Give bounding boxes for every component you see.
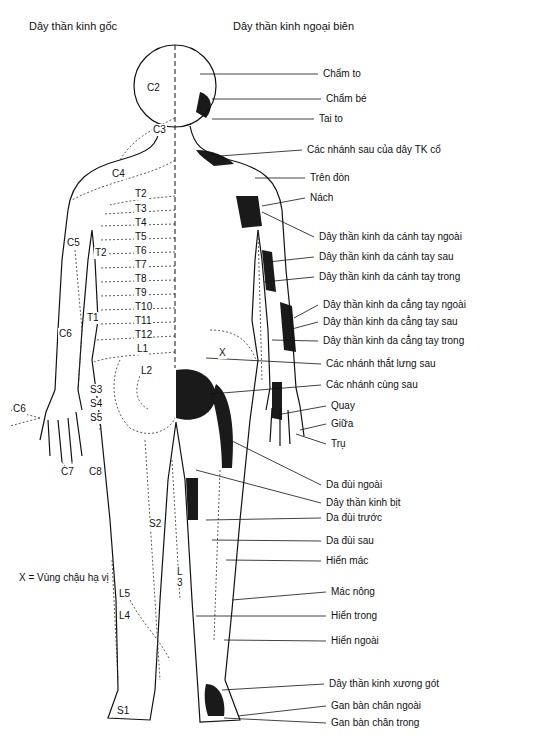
dermatome-label: Chẩm bé — [325, 93, 368, 105]
dermatome-label: L4 — [118, 610, 131, 622]
dermatome-label: Dây thần kinh da cánh tay trong — [318, 271, 461, 283]
dermatome-label: S4 — [89, 398, 103, 410]
dermatome-label: Hiển mác — [325, 555, 369, 567]
dermatome-label: Da đùi ngoài — [325, 479, 383, 491]
dermatome-label: S2 — [148, 518, 162, 530]
dermatome-label: C8 — [88, 466, 103, 478]
dermatome-label: Các nhánh cùng sau — [325, 379, 419, 391]
dermatome-label: T10 — [134, 301, 153, 313]
dermatome-label: S5 — [89, 412, 103, 424]
dermatome-label: T6 — [134, 245, 148, 257]
dermatome-label: Gan bàn chân ngoài — [330, 700, 422, 712]
dermatome-label: Các nhánh sau của dây TK cổ — [306, 144, 442, 156]
dermatome-label: C6 — [12, 403, 27, 415]
dermatome-label: C2 — [146, 82, 161, 94]
dermatome-label: Mác nông — [330, 586, 376, 598]
dermatome-label: X = Vùng chậu hạ vị — [18, 572, 110, 584]
dermatome-label: L2 — [140, 365, 153, 377]
dermatome-label: Dây thần kinh da cánh tay ngoài — [318, 231, 463, 243]
dermatome-label: T12 — [134, 329, 153, 341]
dermatome-label: T9 — [134, 287, 148, 299]
dermatome-label: S3 — [89, 384, 103, 396]
dermatome-label: Dây thần kinh xương gót — [328, 678, 440, 690]
dermatome-label: T2 — [94, 247, 108, 259]
dermatome-label: L3 — [176, 566, 185, 588]
dermatome-label: L1 — [136, 343, 149, 355]
dermatome-label: Da đùi sau — [325, 535, 375, 547]
dermatome-label: Các nhánh thắt lưng sau — [325, 358, 437, 370]
dermatome-label: C4 — [111, 168, 126, 180]
dermatome-label: Hiển ngoài — [330, 635, 380, 647]
dermatome-label: Chẩm to — [322, 68, 362, 80]
dermatome-label: T4 — [134, 217, 148, 229]
dermatome-label: L5 — [118, 588, 131, 600]
dermatome-label: Nách — [309, 192, 334, 204]
dermatome-label: Quay — [330, 400, 356, 412]
dermatome-label: T5 — [134, 231, 148, 243]
dermatome-label: T2 — [134, 188, 148, 200]
dermatome-label: Hiển trong — [330, 610, 378, 622]
dermatome-label: C3 — [152, 124, 167, 136]
dermatome-label: S1 — [116, 705, 130, 717]
dermatome-label: Tai to — [318, 113, 344, 125]
dermatome-label: T8 — [134, 273, 148, 285]
dermatome-label: Dây thần kinh da cánh tay sau — [318, 251, 455, 263]
dermatome-label: T1 — [86, 312, 100, 324]
dermatome-label: Giữa — [330, 418, 354, 430]
dermatome-label: C7 — [60, 466, 75, 478]
dermatome-label: Trên đòn — [309, 172, 351, 184]
dermatome-label: Dây thần kinh da cẳng tay trong — [322, 335, 465, 347]
dermatome-label: Dây thần kinh da cẳng tay sau — [322, 316, 459, 328]
dermatome-label: C5 — [66, 237, 81, 249]
column-heading: Dây thần kinh gốc — [28, 20, 118, 32]
dermatome-label: C6 — [58, 328, 73, 340]
dermatome-label: Dây thần kinh da cẳng tay ngoài — [322, 299, 467, 311]
dermatome-label: Da đùi trước — [325, 512, 383, 524]
dermatome-label: T11 — [134, 315, 153, 327]
dermatome-label: X — [218, 347, 227, 359]
dermatome-label: T3 — [134, 203, 148, 215]
dermatome-label: Dây thần kinh bịt — [325, 497, 402, 509]
column-heading: Dây thần kinh ngoại biên — [232, 20, 355, 32]
dermatome-label: T7 — [134, 259, 148, 271]
dermatome-label: Trụ — [330, 438, 347, 450]
dermatome-label: Gan bàn chân trong — [330, 717, 420, 729]
